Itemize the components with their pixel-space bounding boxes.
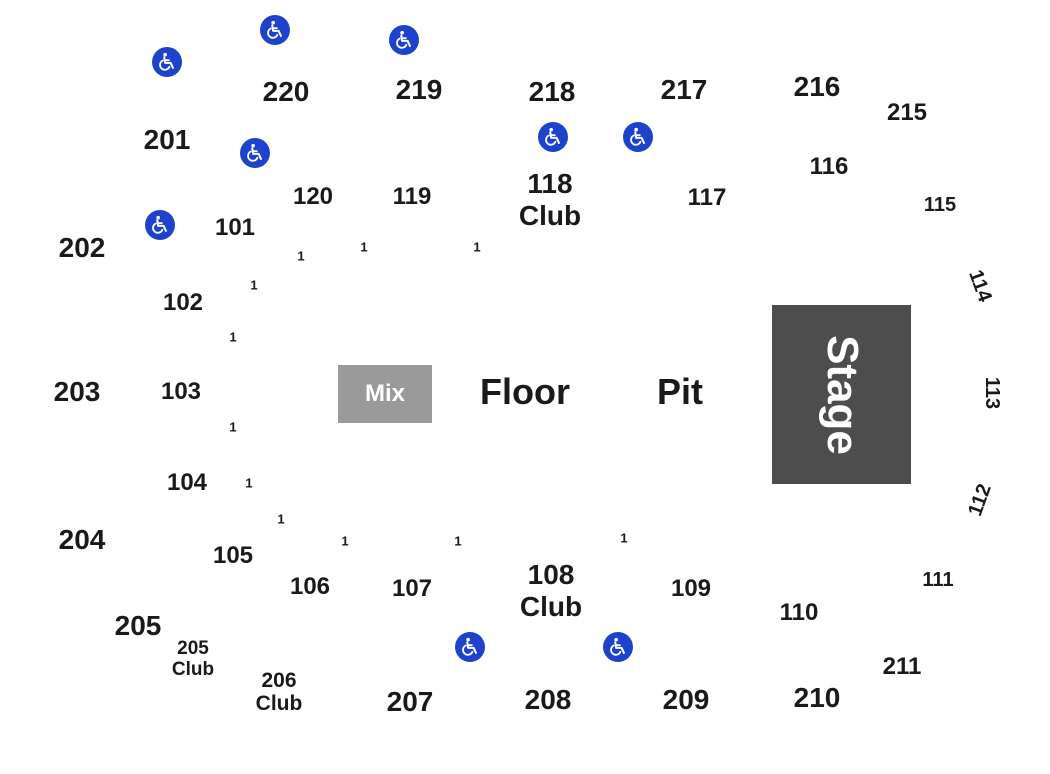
section-205-club-suffix: Club xyxy=(171,659,215,680)
section-117[interactable]: 117 xyxy=(687,184,727,211)
row-marker: 1 xyxy=(229,329,237,345)
section-205-club-number: 205 xyxy=(177,638,209,660)
row-marker: 1 xyxy=(341,533,349,549)
mix-area[interactable]: Mix xyxy=(338,365,432,423)
wheelchair-icon[interactable] xyxy=(455,632,485,662)
section-108-club[interactable]: 108 Club xyxy=(520,559,582,623)
row-marker: 1 xyxy=(297,248,305,264)
section-201[interactable]: 201 xyxy=(143,124,191,155)
stage-label: Stage xyxy=(817,334,867,455)
row-marker: 1 xyxy=(229,419,237,435)
section-118-club[interactable]: 118 Club xyxy=(519,168,581,232)
wheelchair-icon[interactable] xyxy=(603,632,633,662)
section-218[interactable]: 218 xyxy=(528,76,576,107)
row-marker: 1 xyxy=(473,239,481,255)
section-106[interactable]: 106 xyxy=(289,573,331,600)
section-107[interactable]: 107 xyxy=(391,575,433,602)
section-206-club[interactable]: 206 Club xyxy=(256,669,303,715)
section-104[interactable]: 104 xyxy=(166,469,208,496)
wheelchair-glyph xyxy=(159,52,174,71)
section-118-club-suffix: Club xyxy=(518,200,582,231)
section-209[interactable]: 209 xyxy=(662,684,710,715)
section-205-club[interactable]: 205 Club xyxy=(171,638,215,681)
wheelchair-glyph xyxy=(630,127,645,146)
section-112[interactable]: 112 xyxy=(964,481,996,519)
section-120[interactable]: 120 xyxy=(292,183,334,210)
wheelchair-glyph xyxy=(545,127,560,146)
section-202[interactable]: 202 xyxy=(58,232,106,263)
wheelchair-glyph xyxy=(152,215,167,234)
wheelchair-glyph xyxy=(610,637,625,656)
section-103[interactable]: 103 xyxy=(160,378,202,405)
section-215[interactable]: 215 xyxy=(886,99,928,126)
section-203[interactable]: 203 xyxy=(53,376,101,407)
stage: Stage xyxy=(772,305,911,484)
section-116[interactable]: 116 xyxy=(809,153,849,180)
section-118-club-number: 118 xyxy=(527,167,573,199)
row-marker: 1 xyxy=(620,530,628,546)
section-105[interactable]: 105 xyxy=(212,542,254,569)
wheelchair-icon[interactable] xyxy=(538,122,568,152)
section-216[interactable]: 216 xyxy=(793,71,841,102)
row-marker: 1 xyxy=(454,533,462,549)
wheelchair-icon[interactable] xyxy=(145,210,175,240)
wheelchair-icon[interactable] xyxy=(152,47,182,77)
section-220[interactable]: 220 xyxy=(262,76,310,107)
section-101[interactable]: 101 xyxy=(214,214,256,241)
section-206-club-number: 206 xyxy=(261,668,297,692)
section-119[interactable]: 119 xyxy=(392,183,432,210)
wheelchair-glyph xyxy=(247,143,262,162)
section-211[interactable]: 211 xyxy=(882,653,922,680)
section-205[interactable]: 205 xyxy=(114,610,162,641)
mix-label: Mix xyxy=(364,380,405,407)
section-207[interactable]: 207 xyxy=(386,686,434,717)
section-114[interactable]: 114 xyxy=(964,267,996,305)
wheelchair-icon[interactable] xyxy=(260,15,290,45)
section-111[interactable]: 111 xyxy=(922,569,954,591)
section-109[interactable]: 109 xyxy=(670,575,712,602)
wheelchair-glyph xyxy=(462,637,477,656)
row-marker: 1 xyxy=(360,239,368,255)
section-204[interactable]: 204 xyxy=(58,524,106,555)
wheelchair-glyph xyxy=(396,30,411,49)
section-113[interactable]: 113 xyxy=(981,376,1003,410)
section-219[interactable]: 219 xyxy=(395,74,443,105)
section-102[interactable]: 102 xyxy=(162,289,204,316)
wheelchair-glyph xyxy=(267,20,282,39)
section-206-club-suffix: Club xyxy=(255,692,303,715)
section-210[interactable]: 210 xyxy=(793,682,841,713)
section-108-club-suffix: Club xyxy=(519,591,583,622)
floor-label[interactable]: Floor xyxy=(480,371,570,412)
row-marker: 1 xyxy=(277,511,285,527)
section-217[interactable]: 217 xyxy=(660,74,708,105)
section-115[interactable]: 115 xyxy=(923,194,957,216)
section-110[interactable]: 110 xyxy=(779,599,819,626)
wheelchair-icon[interactable] xyxy=(240,138,270,168)
pit-label[interactable]: Pit xyxy=(656,371,704,412)
wheelchair-icon[interactable] xyxy=(389,25,419,55)
section-208[interactable]: 208 xyxy=(524,684,572,715)
row-marker: 1 xyxy=(250,277,258,293)
row-marker: 1 xyxy=(245,475,253,491)
section-108-club-number: 108 xyxy=(527,558,575,590)
wheelchair-icon[interactable] xyxy=(623,122,653,152)
